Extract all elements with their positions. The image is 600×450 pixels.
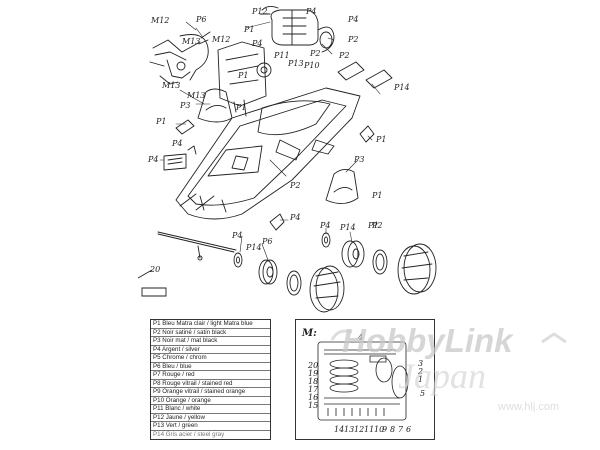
part-label: P14 xyxy=(339,223,356,232)
part-label: P2 xyxy=(289,181,300,190)
part-label: P2 xyxy=(309,49,320,58)
part-label: P6 xyxy=(261,237,272,246)
leader-lines xyxy=(159,21,381,261)
part-label: P1 xyxy=(237,71,248,80)
side-brackets xyxy=(163,61,393,231)
fret-callout: 17 xyxy=(308,385,319,394)
part-label: P4 xyxy=(171,139,182,148)
part-label: P2 xyxy=(347,35,358,44)
part-label: M12 xyxy=(211,35,230,44)
part-label: P4 xyxy=(231,231,242,240)
legend-row: P2 Noir satiné / satin black xyxy=(151,329,270,337)
part-label: M13 xyxy=(186,91,205,100)
legend-row: P10 Orange / orange xyxy=(151,397,270,405)
part-label: P10 xyxy=(303,61,320,70)
fret-callout: 8 xyxy=(390,425,395,434)
part-label: P2 xyxy=(371,221,382,230)
photoetch-fret-drawing: M: 4 20 19 18 17 16 15 xyxy=(301,328,425,434)
fret-callout: 16 xyxy=(308,393,318,402)
legend-row: P14 Gris acier / steel gray xyxy=(153,430,225,438)
front-suspension-parts xyxy=(149,31,211,85)
fret-callout: 19 xyxy=(308,369,318,378)
part-label-group: M12 P6 M13 M12 M13 M13 P12 P4 P4 P1 P2 P… xyxy=(147,7,410,274)
fret-callout: 4 xyxy=(357,333,363,342)
fret-callout: 12 xyxy=(354,425,364,434)
legend-row: P4 Argent / silver xyxy=(151,346,270,354)
fret-callout: 7 xyxy=(398,425,404,434)
part-label: M13 xyxy=(181,37,200,46)
fret-callout: 14 xyxy=(334,425,344,434)
fret-callout: 5 xyxy=(420,389,425,398)
drive-rod xyxy=(157,231,237,261)
fret-callout: 13 xyxy=(344,425,354,434)
fret-callout: 9 xyxy=(382,425,387,434)
part-label: P4 xyxy=(319,221,330,230)
part-label: P1 xyxy=(367,221,378,230)
legend-row: P7 Rouge / red xyxy=(151,371,270,380)
legend-row: P1 Bleu Matra clair / light Matra blue xyxy=(151,320,270,329)
part-label: P1 xyxy=(375,135,386,144)
fret-callout: 6 xyxy=(406,425,411,434)
part-label: P2 xyxy=(338,51,349,60)
part-label: P3 xyxy=(353,155,364,164)
part-label: P12 xyxy=(251,7,268,16)
legend-row: P11 Blanc / white xyxy=(151,405,270,414)
part-label: P4 xyxy=(305,7,316,16)
part-label: P4 xyxy=(347,15,358,24)
part-label: P14 xyxy=(393,83,410,92)
seats xyxy=(197,88,359,204)
fret-callouts: 4 20 19 18 17 16 15 3 2 1 5 14 13 12 11 … xyxy=(307,333,425,434)
part-label: P3 xyxy=(179,101,190,110)
legend-row: P12 Jaune / yellow xyxy=(151,414,270,422)
fret-callout: 10 xyxy=(374,425,384,434)
paint-color-legend: P1 Bleu Matra clair / light Matra blue P… xyxy=(150,319,271,440)
fret-callout: 18 xyxy=(308,377,318,386)
photoetch-fret-box: M: 4 20 19 18 17 16 15 xyxy=(295,319,435,440)
front-wheel-assembly xyxy=(233,252,345,313)
part-label: P14 xyxy=(245,243,262,252)
part-label: P1 xyxy=(243,25,254,34)
fret-callout: 20 xyxy=(307,361,318,370)
part-label: P6 xyxy=(195,15,206,24)
part-label: P11 xyxy=(273,51,290,60)
fret-callout: 1 xyxy=(418,375,423,384)
chassis-floor xyxy=(175,87,361,220)
part-label: P13 xyxy=(287,59,304,68)
legend-row: P5 Chrome / chrom xyxy=(151,354,270,363)
legend-row: P8 Rouge vitrail / stained red xyxy=(151,380,270,388)
part-label: P4 xyxy=(289,213,300,222)
legend-row: P13 Vert / green xyxy=(151,422,270,431)
part-label: M12 xyxy=(150,16,169,25)
legend-row: P3 Noir mat / mat black xyxy=(151,337,270,346)
part-label: P1 xyxy=(235,103,246,112)
fret-callout: 2 xyxy=(417,367,423,376)
part-label: P1 xyxy=(155,117,166,126)
fret-callout: 3 xyxy=(418,359,423,368)
part-label: M13 xyxy=(161,81,180,90)
part-label: P4 xyxy=(147,155,158,164)
legend-row: P9 Orange vitrail / stained orange xyxy=(151,388,270,397)
fret-title: M: xyxy=(301,328,317,339)
fret-callout: 11 xyxy=(364,425,374,434)
legend-row: P6 Bleu / blue xyxy=(151,363,270,371)
part-label: P4 xyxy=(251,39,262,48)
part-label: 20 xyxy=(149,265,160,274)
part-label: P1 xyxy=(371,191,382,200)
rear-wheel-assembly xyxy=(321,232,437,295)
fret-callout: 15 xyxy=(308,401,318,410)
small-parts-tray xyxy=(137,269,167,297)
